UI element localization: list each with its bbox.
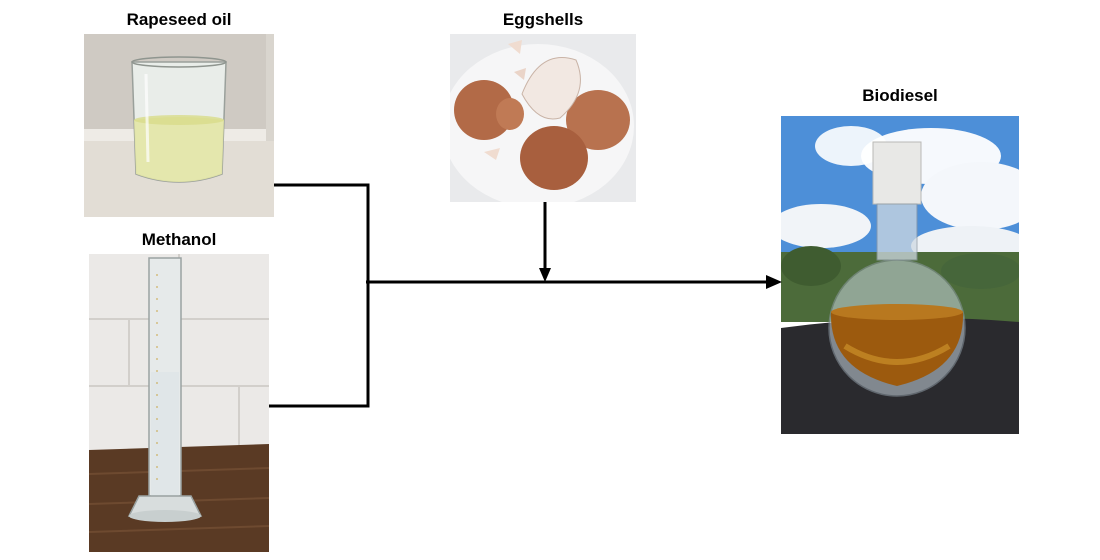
eggshells-arrowhead: [539, 268, 551, 282]
rapeseed-oil-connector: [274, 183, 370, 282]
methanol-label: Methanol: [141, 230, 217, 249]
eggshells-label: Eggshells: [502, 10, 584, 29]
rapeseed-oil-label: Rapeseed oil: [126, 10, 232, 29]
rapeseed-oil-photo: [84, 34, 274, 217]
biodiesel-label: Biodiesel: [862, 86, 938, 105]
biodiesel-arrowhead: [766, 275, 782, 289]
eggshells-photo: [450, 34, 636, 202]
methanol-connector: [269, 282, 370, 408]
biodiesel-photo: [781, 116, 1019, 434]
methanol-photo: [89, 254, 269, 552]
